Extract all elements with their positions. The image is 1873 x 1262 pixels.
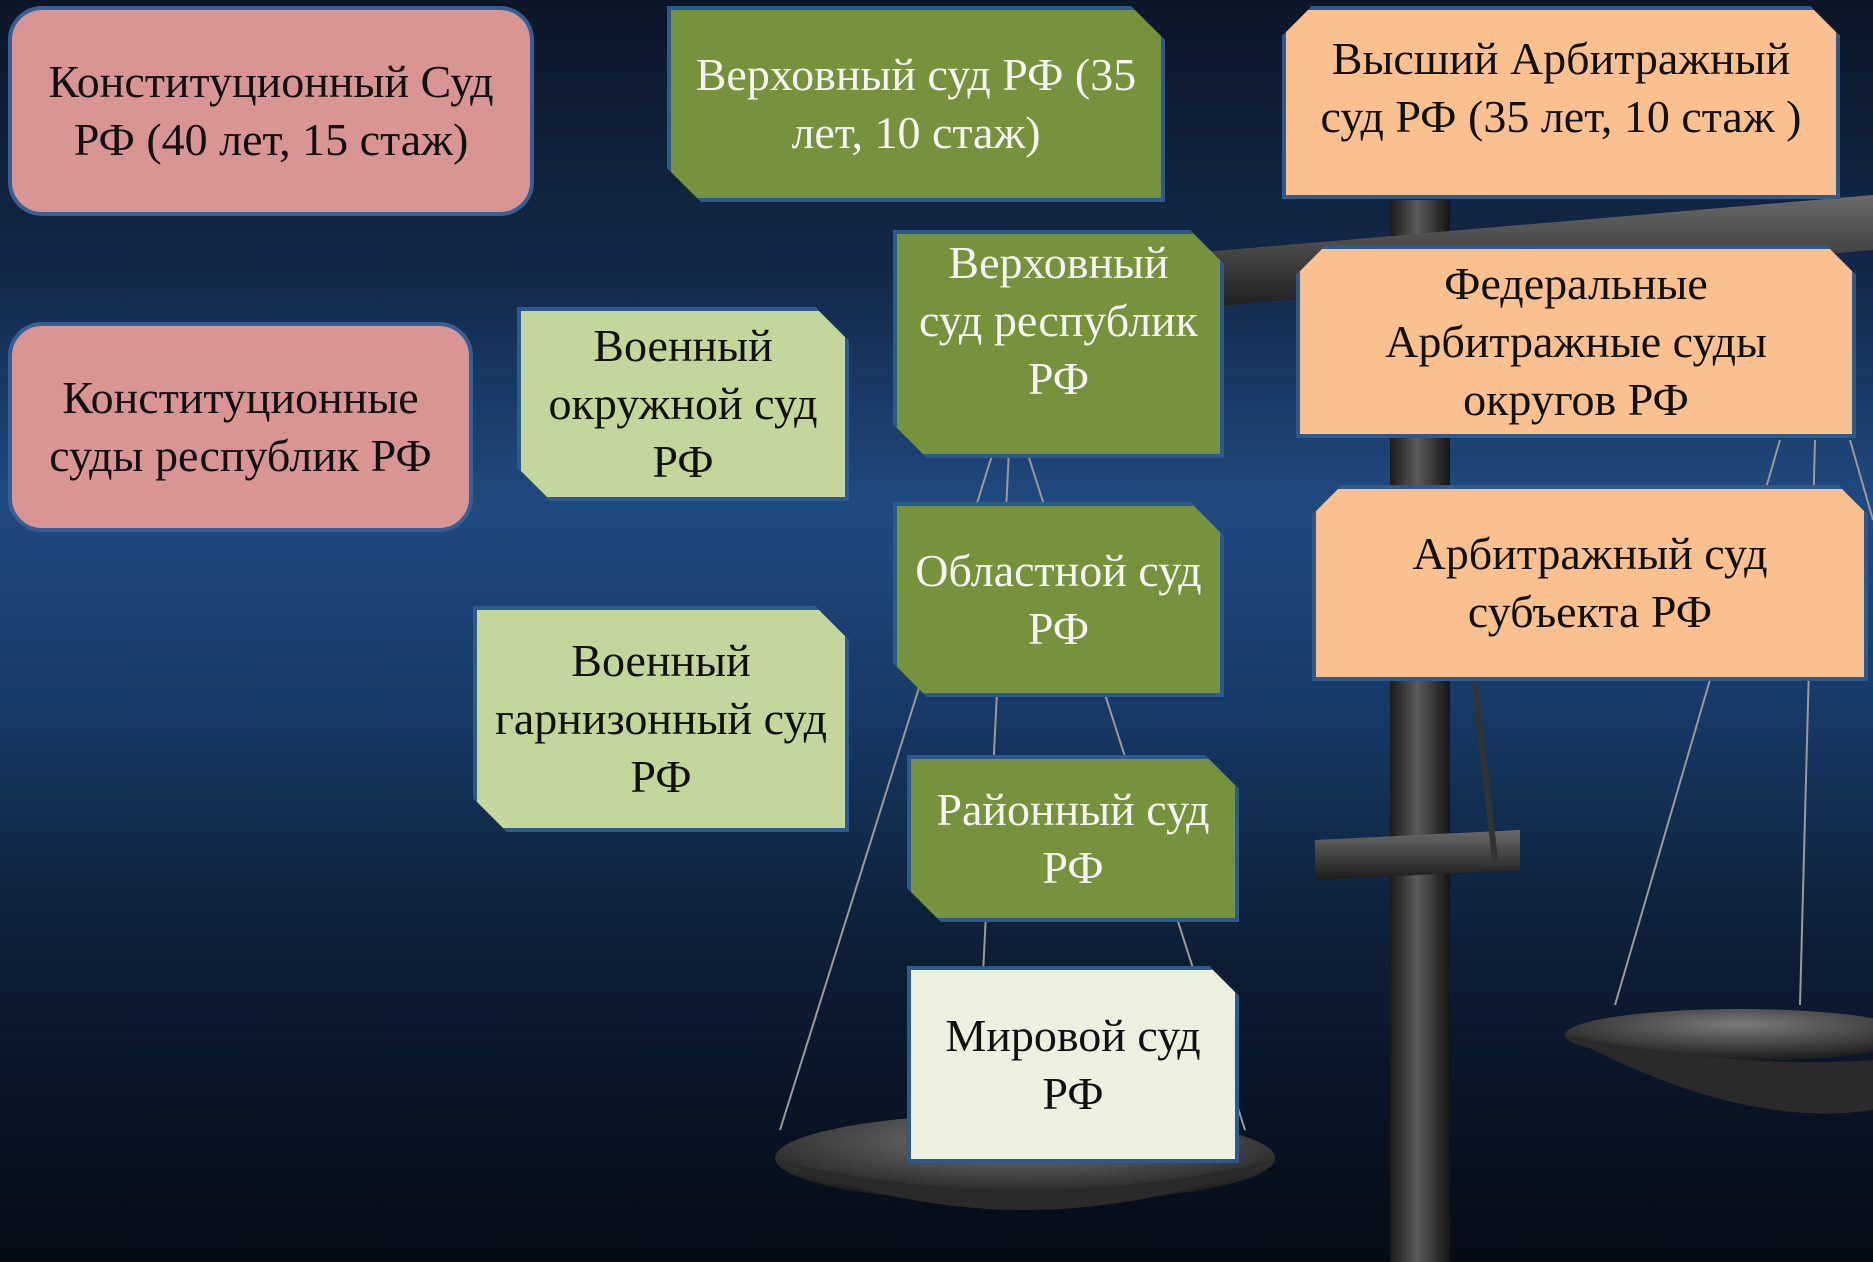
arbitration-court-subject-label: Арбитражный суд субъекта РФ bbox=[1412, 528, 1768, 637]
constitutional-court-rf: Конституционный Суд РФ (40 лет, 15 стаж) bbox=[8, 6, 534, 216]
regional-court-label: Областной суд РФ bbox=[915, 544, 1202, 654]
supreme-court-rf-label: Верховный суд РФ (35 лет, 10 стаж) bbox=[695, 49, 1137, 158]
federal-arbitration-courts-label: Федеральные Арбитражные суды округов РФ bbox=[1385, 257, 1767, 425]
military-garrison-court: Военный гарнизонный суд РФ bbox=[473, 606, 849, 832]
supreme-courts-republics: Верховный суд республик РФ bbox=[893, 230, 1224, 458]
military-district-court-label: Военный окружной суд РФ bbox=[548, 320, 818, 487]
constitutional-courts-republics-label: Конституционные суды республик РФ bbox=[49, 372, 432, 481]
supreme-court-rf: Верховный суд РФ (35 лет, 10 стаж) bbox=[667, 6, 1165, 202]
regional-court: Областной суд РФ bbox=[893, 502, 1224, 697]
military-garrison-court-label: Военный гарнизонный суд РФ bbox=[495, 635, 827, 802]
higher-arbitration-court-label: Высший Арбитражный суд РФ (35 лет, 10 ст… bbox=[1320, 33, 1802, 142]
higher-arbitration-court: Высший Арбитражный суд РФ (35 лет, 10 ст… bbox=[1282, 6, 1840, 199]
federal-arbitration-courts: Федеральные Арбитражные суды округов РФ bbox=[1296, 245, 1856, 438]
supreme-courts-republics-label: Верховный суд республик РФ bbox=[919, 237, 1198, 404]
constitutional-courts-republics: Конституционные суды республик РФ bbox=[8, 322, 473, 532]
arbitration-court-subject: Арбитражный суд субъекта РФ bbox=[1312, 485, 1868, 681]
constitutional-court-rf-label: Конституционный Суд РФ (40 лет, 15 стаж) bbox=[48, 56, 494, 165]
magistrate-court: Мировой суд РФ bbox=[907, 966, 1239, 1163]
district-court: Районный суд РФ bbox=[907, 755, 1239, 922]
magistrate-court-label: Мировой суд РФ bbox=[945, 1009, 1201, 1119]
district-court-label: Районный суд РФ bbox=[936, 783, 1210, 893]
military-district-court: Военный окружной суд РФ bbox=[517, 307, 849, 501]
